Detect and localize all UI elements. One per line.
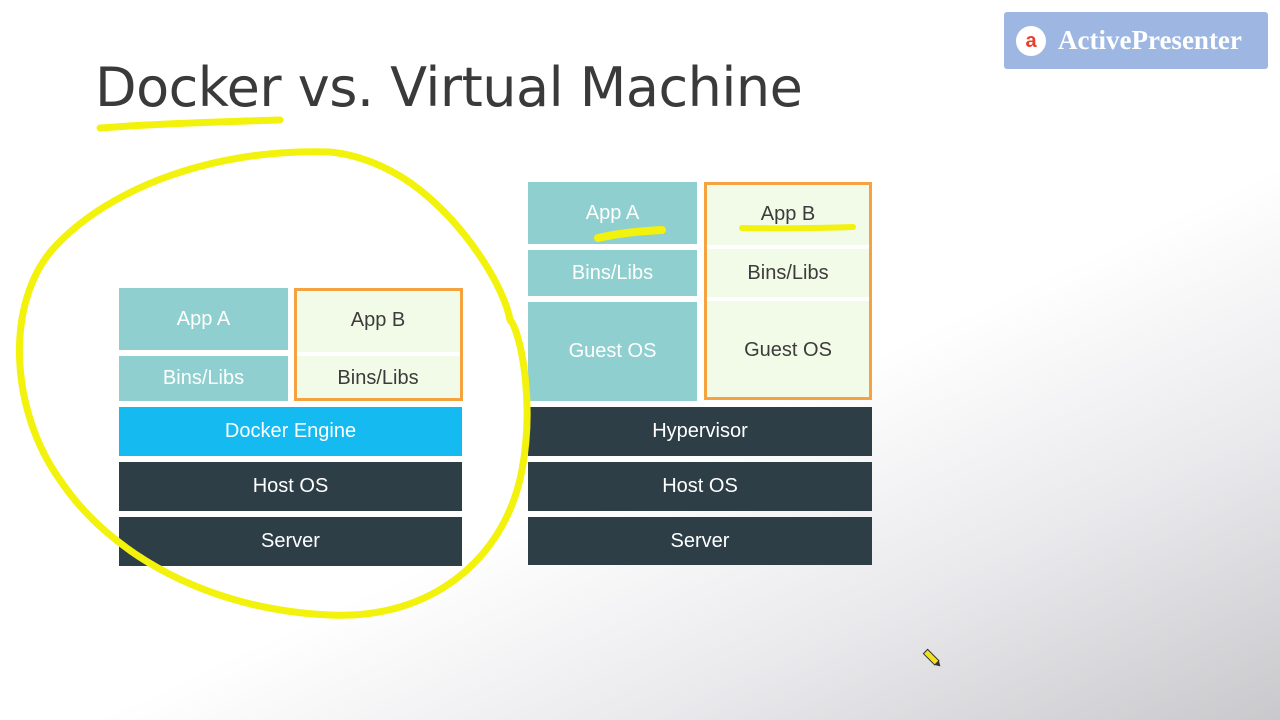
watermark-text: ActivePresenter — [1058, 25, 1242, 55]
docker-app-b-highlight — [294, 288, 463, 401]
pencil-cursor-icon — [922, 648, 941, 667]
vm-hypervisor-layer: Hypervisor — [528, 407, 872, 456]
activepresenter-logo-icon: a — [1016, 25, 1046, 56]
docker-engine-layer: Docker Engine — [119, 407, 462, 456]
vm-app-b-highlight — [704, 182, 872, 400]
docker-host-os-layer: Host OS — [119, 462, 462, 511]
vm-app-a: App A — [528, 182, 697, 244]
docker-server-layer: Server — [119, 517, 462, 566]
vm-bins-libs-b: Bins/Libs — [704, 249, 872, 297]
title-underline-annotation — [96, 116, 284, 132]
vm-bins-libs-a: Bins/Libs — [528, 250, 697, 296]
vm-app-b: App B — [704, 183, 872, 245]
vm-guest-os-a: Guest OS — [528, 302, 697, 401]
vm-guest-os-b: Guest OS — [704, 301, 872, 399]
vm-host-os-layer: Host OS — [528, 462, 872, 511]
docker-app-a: App A — [119, 288, 288, 350]
docker-bins-libs-a: Bins/Libs — [119, 356, 288, 401]
watermark-badge: a ActivePresenter — [1004, 12, 1268, 69]
slide-title: Docker vs. Virtual Machine — [95, 56, 803, 119]
vm-server-layer: Server — [528, 517, 872, 565]
